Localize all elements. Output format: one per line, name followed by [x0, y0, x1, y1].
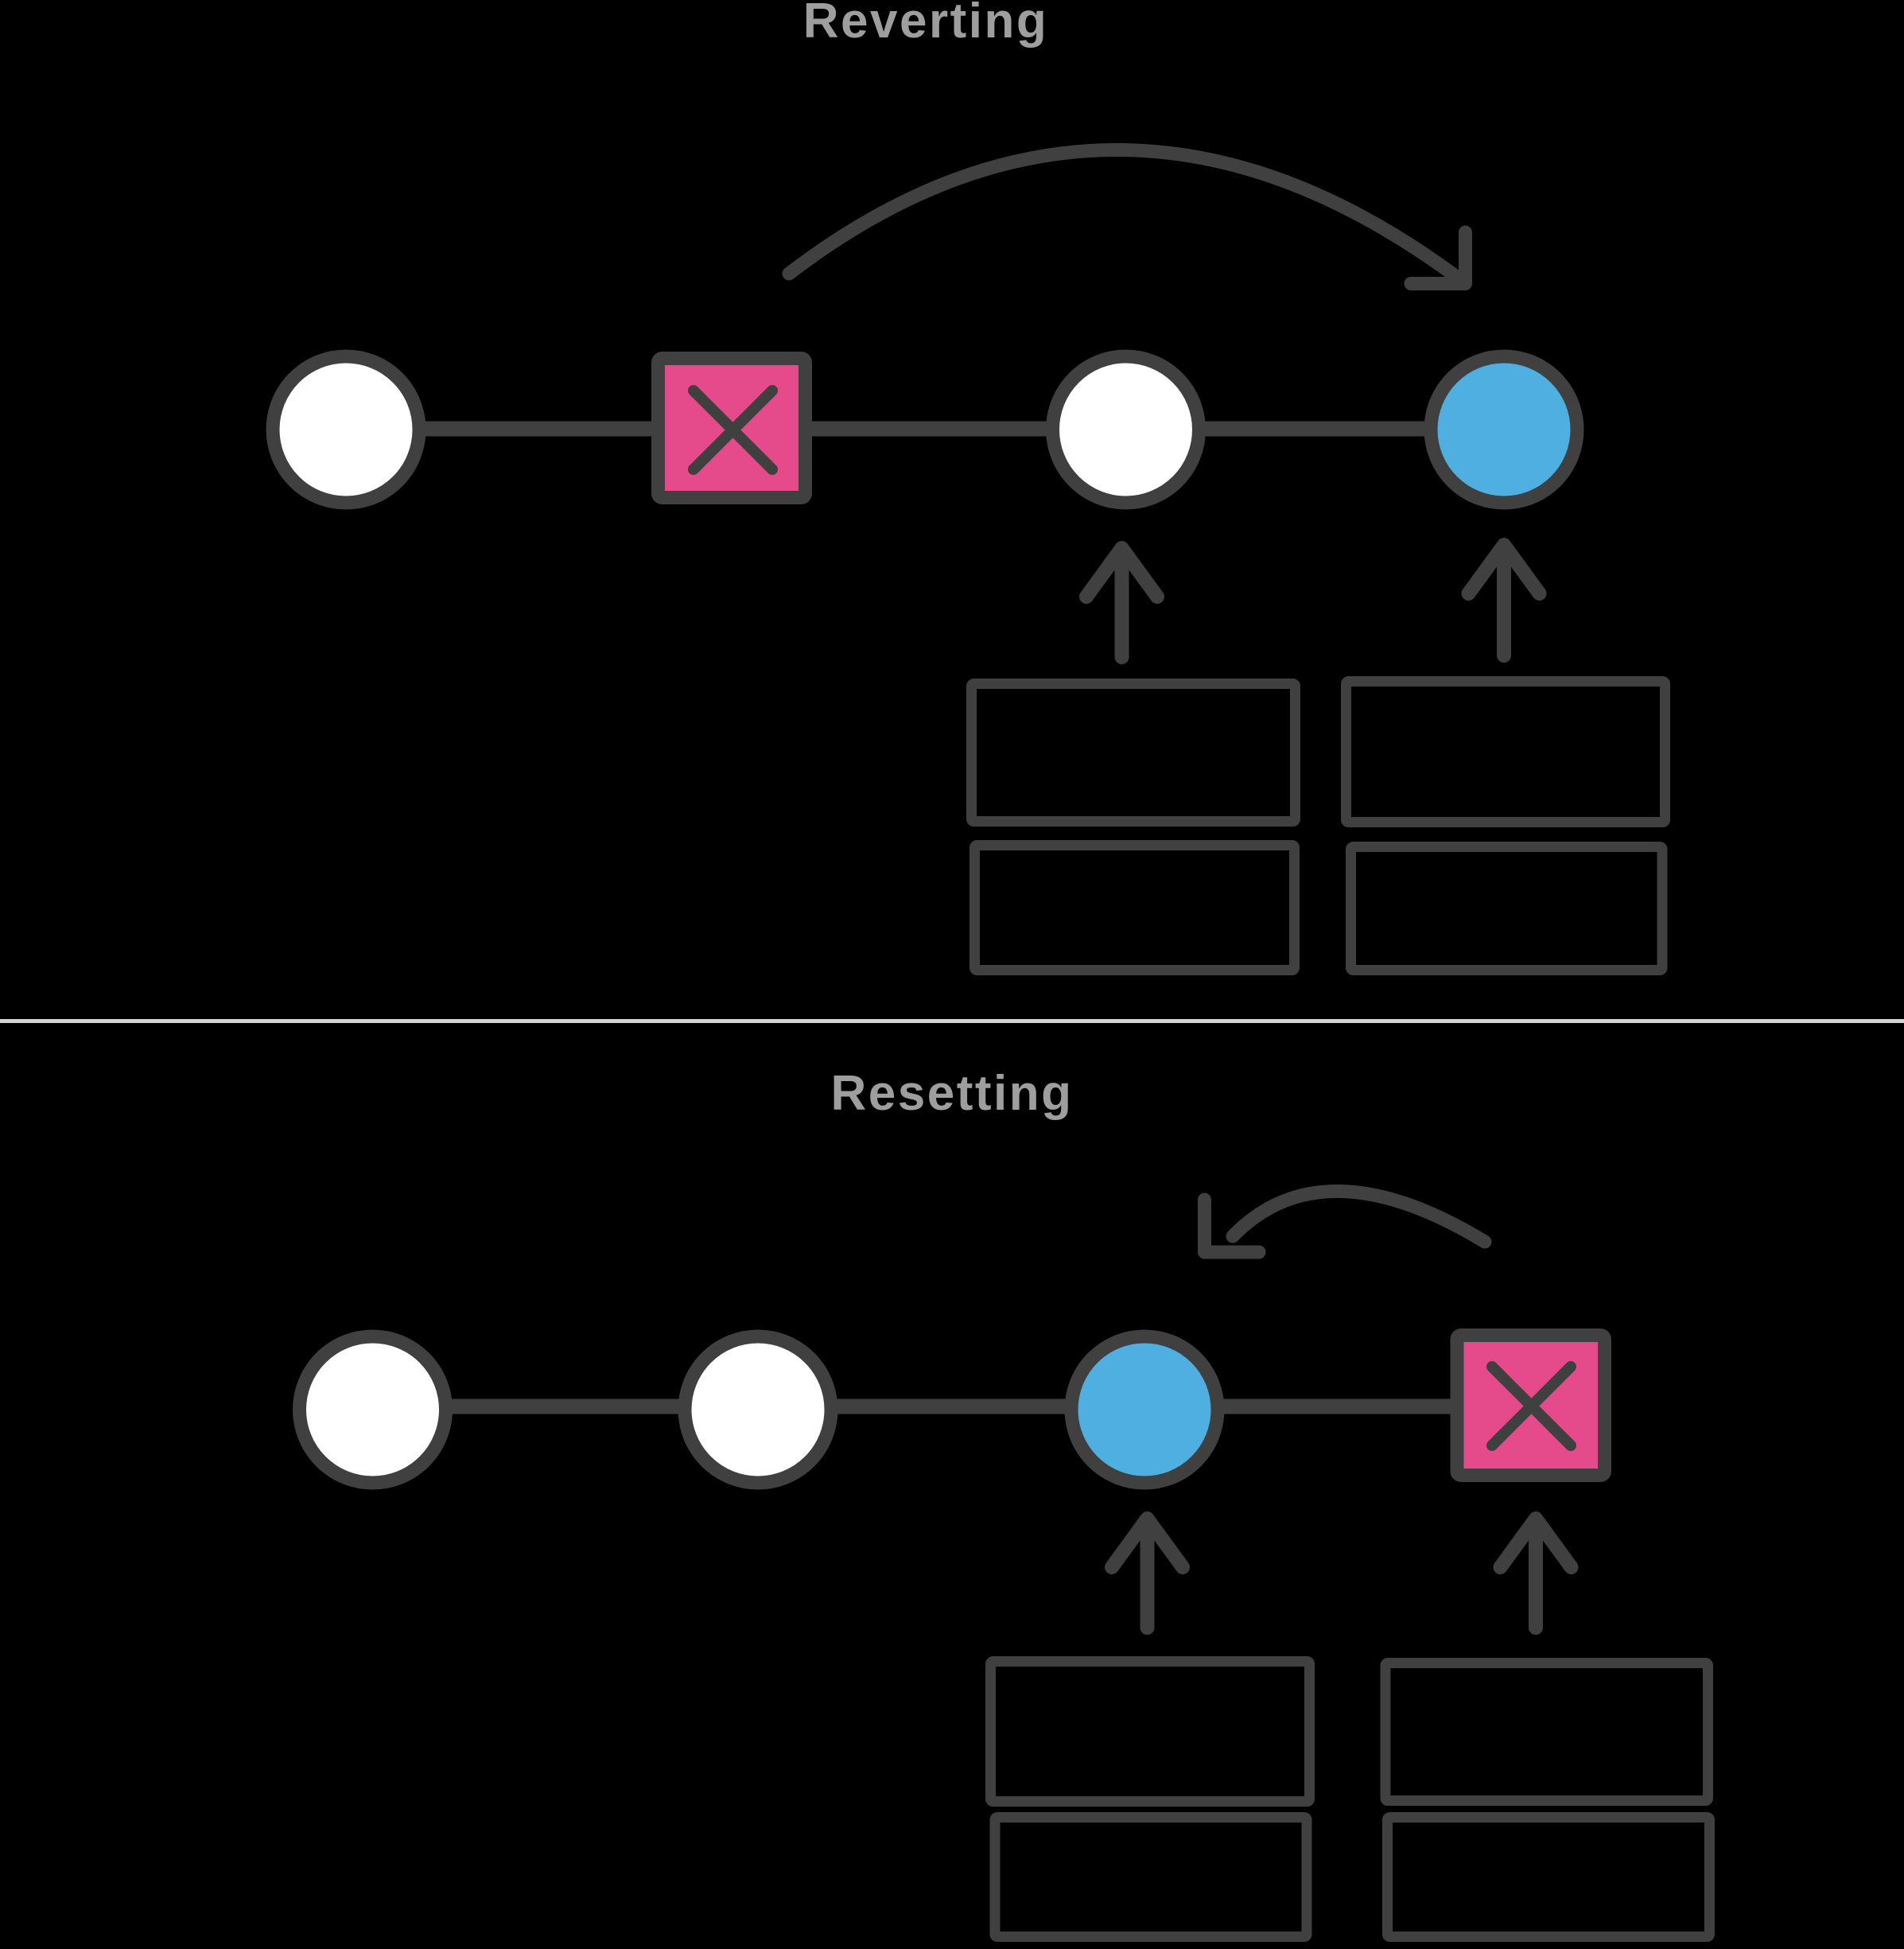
svg-text:Resetting: Resetting — [831, 1066, 1074, 1121]
svg-text:Reverting: Reverting — [803, 0, 1048, 49]
